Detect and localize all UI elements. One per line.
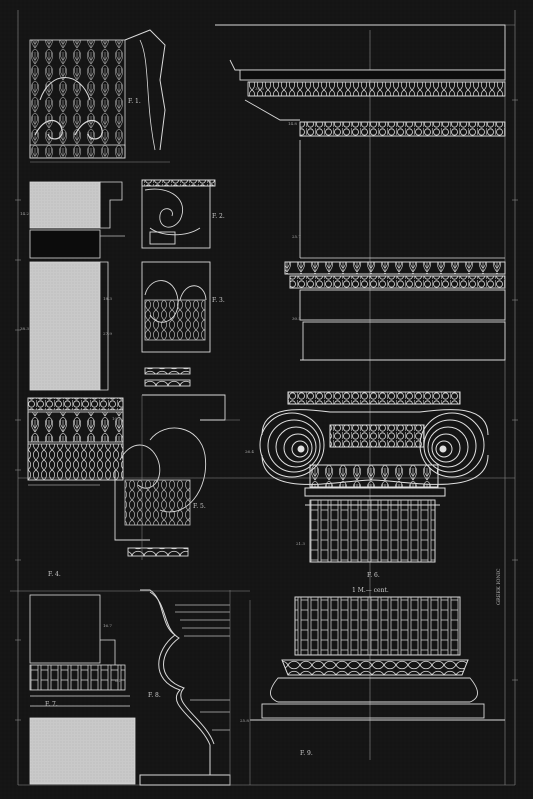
volute-left [259,412,325,478]
dimension-mark: 30.5 [292,316,301,321]
dimension-mark: 25.8 [240,718,249,723]
scale-caption: 1 M.— cent. [352,587,389,594]
figure-label-6: F. 6. [367,572,380,579]
dimension-ticks [15,99,518,721]
figure-label-8: F. 8. [148,692,161,699]
dimension-mark: 26.4 [245,449,254,454]
dimension-mark: 35.5 [255,86,264,91]
column-neck [305,499,440,563]
molding-profile [139,589,231,786]
console-section-center [114,394,240,560]
figure-label-2: F. 2. [212,213,225,220]
dimension-mark: 14.2 [20,211,29,216]
dimension-mark: 27.9 [103,331,112,336]
figure-label-5: F. 5. [193,503,206,510]
dimension-mark: 8.5 [115,678,122,683]
figure-label-9: F. 9. [300,750,313,757]
cornice-section [29,181,125,391]
entablature-upper [215,24,506,137]
dimension-mark: 38.3 [20,326,29,331]
dimension-mark: 18.3 [103,296,112,301]
figure-label-1: F. 1. [128,98,141,105]
architrave [284,261,506,361]
dimension-mark: 21.3 [296,541,305,546]
dimension-mark: 25.7 [292,234,301,239]
dimension-mark: 16.7 [103,623,112,628]
dimension-mark: 14.8 [288,121,297,126]
dimension-mark: 10.4 [112,416,121,421]
capital-ornament-left [27,397,124,486]
anthemion-panel [29,29,170,163]
base-section-left [29,594,136,785]
frieze [299,140,505,259]
console-detail-upper [141,179,216,249]
figure-label-3: F. 3. [212,297,225,304]
figure-label-4: F. 4. [48,571,61,578]
dimension-labels: 35.5 14.8 25.7 30.5 14.2 38.3 27.9 18.3 … [20,86,305,723]
ionic-capital [259,391,489,497]
side-title: GREEK IONIC [496,568,502,605]
column-base [249,596,505,785]
figure-label-7: F. 7. [45,701,58,708]
console-detail-lower [141,261,211,387]
